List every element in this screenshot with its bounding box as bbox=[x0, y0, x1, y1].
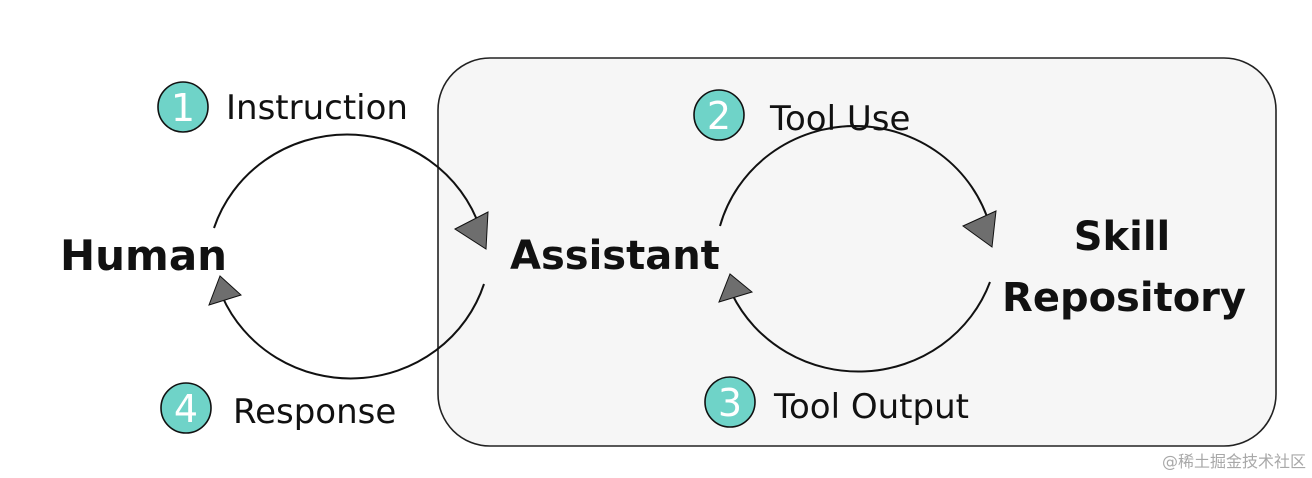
step-2: 2 Tool Use bbox=[693, 89, 910, 141]
instruction-arrowhead bbox=[454, 211, 489, 250]
step-1-number: 1 bbox=[171, 86, 195, 130]
step-2-label: Tool Use bbox=[769, 99, 910, 139]
step-2-number: 2 bbox=[707, 94, 731, 138]
tool-use-arrowhead bbox=[962, 210, 997, 248]
response-arc bbox=[221, 283, 485, 380]
tool-output-arrowhead bbox=[718, 273, 754, 303]
node-skill-repository-line2: Repository bbox=[1002, 275, 1246, 321]
node-skill-repository-line1: Skill bbox=[1074, 214, 1171, 260]
step-4-label: Response bbox=[233, 392, 396, 432]
watermark-text: @稀土掘金技术社区 bbox=[1162, 452, 1306, 471]
tool-output-arc bbox=[731, 281, 991, 373]
step-4-badge bbox=[160, 382, 212, 434]
step-4-number: 4 bbox=[174, 387, 198, 431]
node-human: Human bbox=[60, 231, 227, 280]
step-3-badge bbox=[704, 376, 756, 428]
assistant-panel bbox=[437, 57, 1277, 447]
step-2-badge bbox=[693, 89, 745, 141]
step-1-badge bbox=[157, 81, 209, 133]
instruction-arc bbox=[213, 133, 481, 229]
response-arrowhead bbox=[208, 275, 242, 306]
node-assistant: Assistant bbox=[510, 233, 720, 279]
step-1-label: Instruction bbox=[226, 88, 408, 128]
step-3-number: 3 bbox=[718, 381, 742, 425]
step-3: 3 Tool Output bbox=[704, 376, 969, 428]
step-4: 4 Response bbox=[160, 382, 396, 434]
step-3-label: Tool Output bbox=[773, 387, 969, 427]
tool-use-arc bbox=[719, 125, 991, 227]
step-1: 1 Instruction bbox=[157, 81, 408, 133]
